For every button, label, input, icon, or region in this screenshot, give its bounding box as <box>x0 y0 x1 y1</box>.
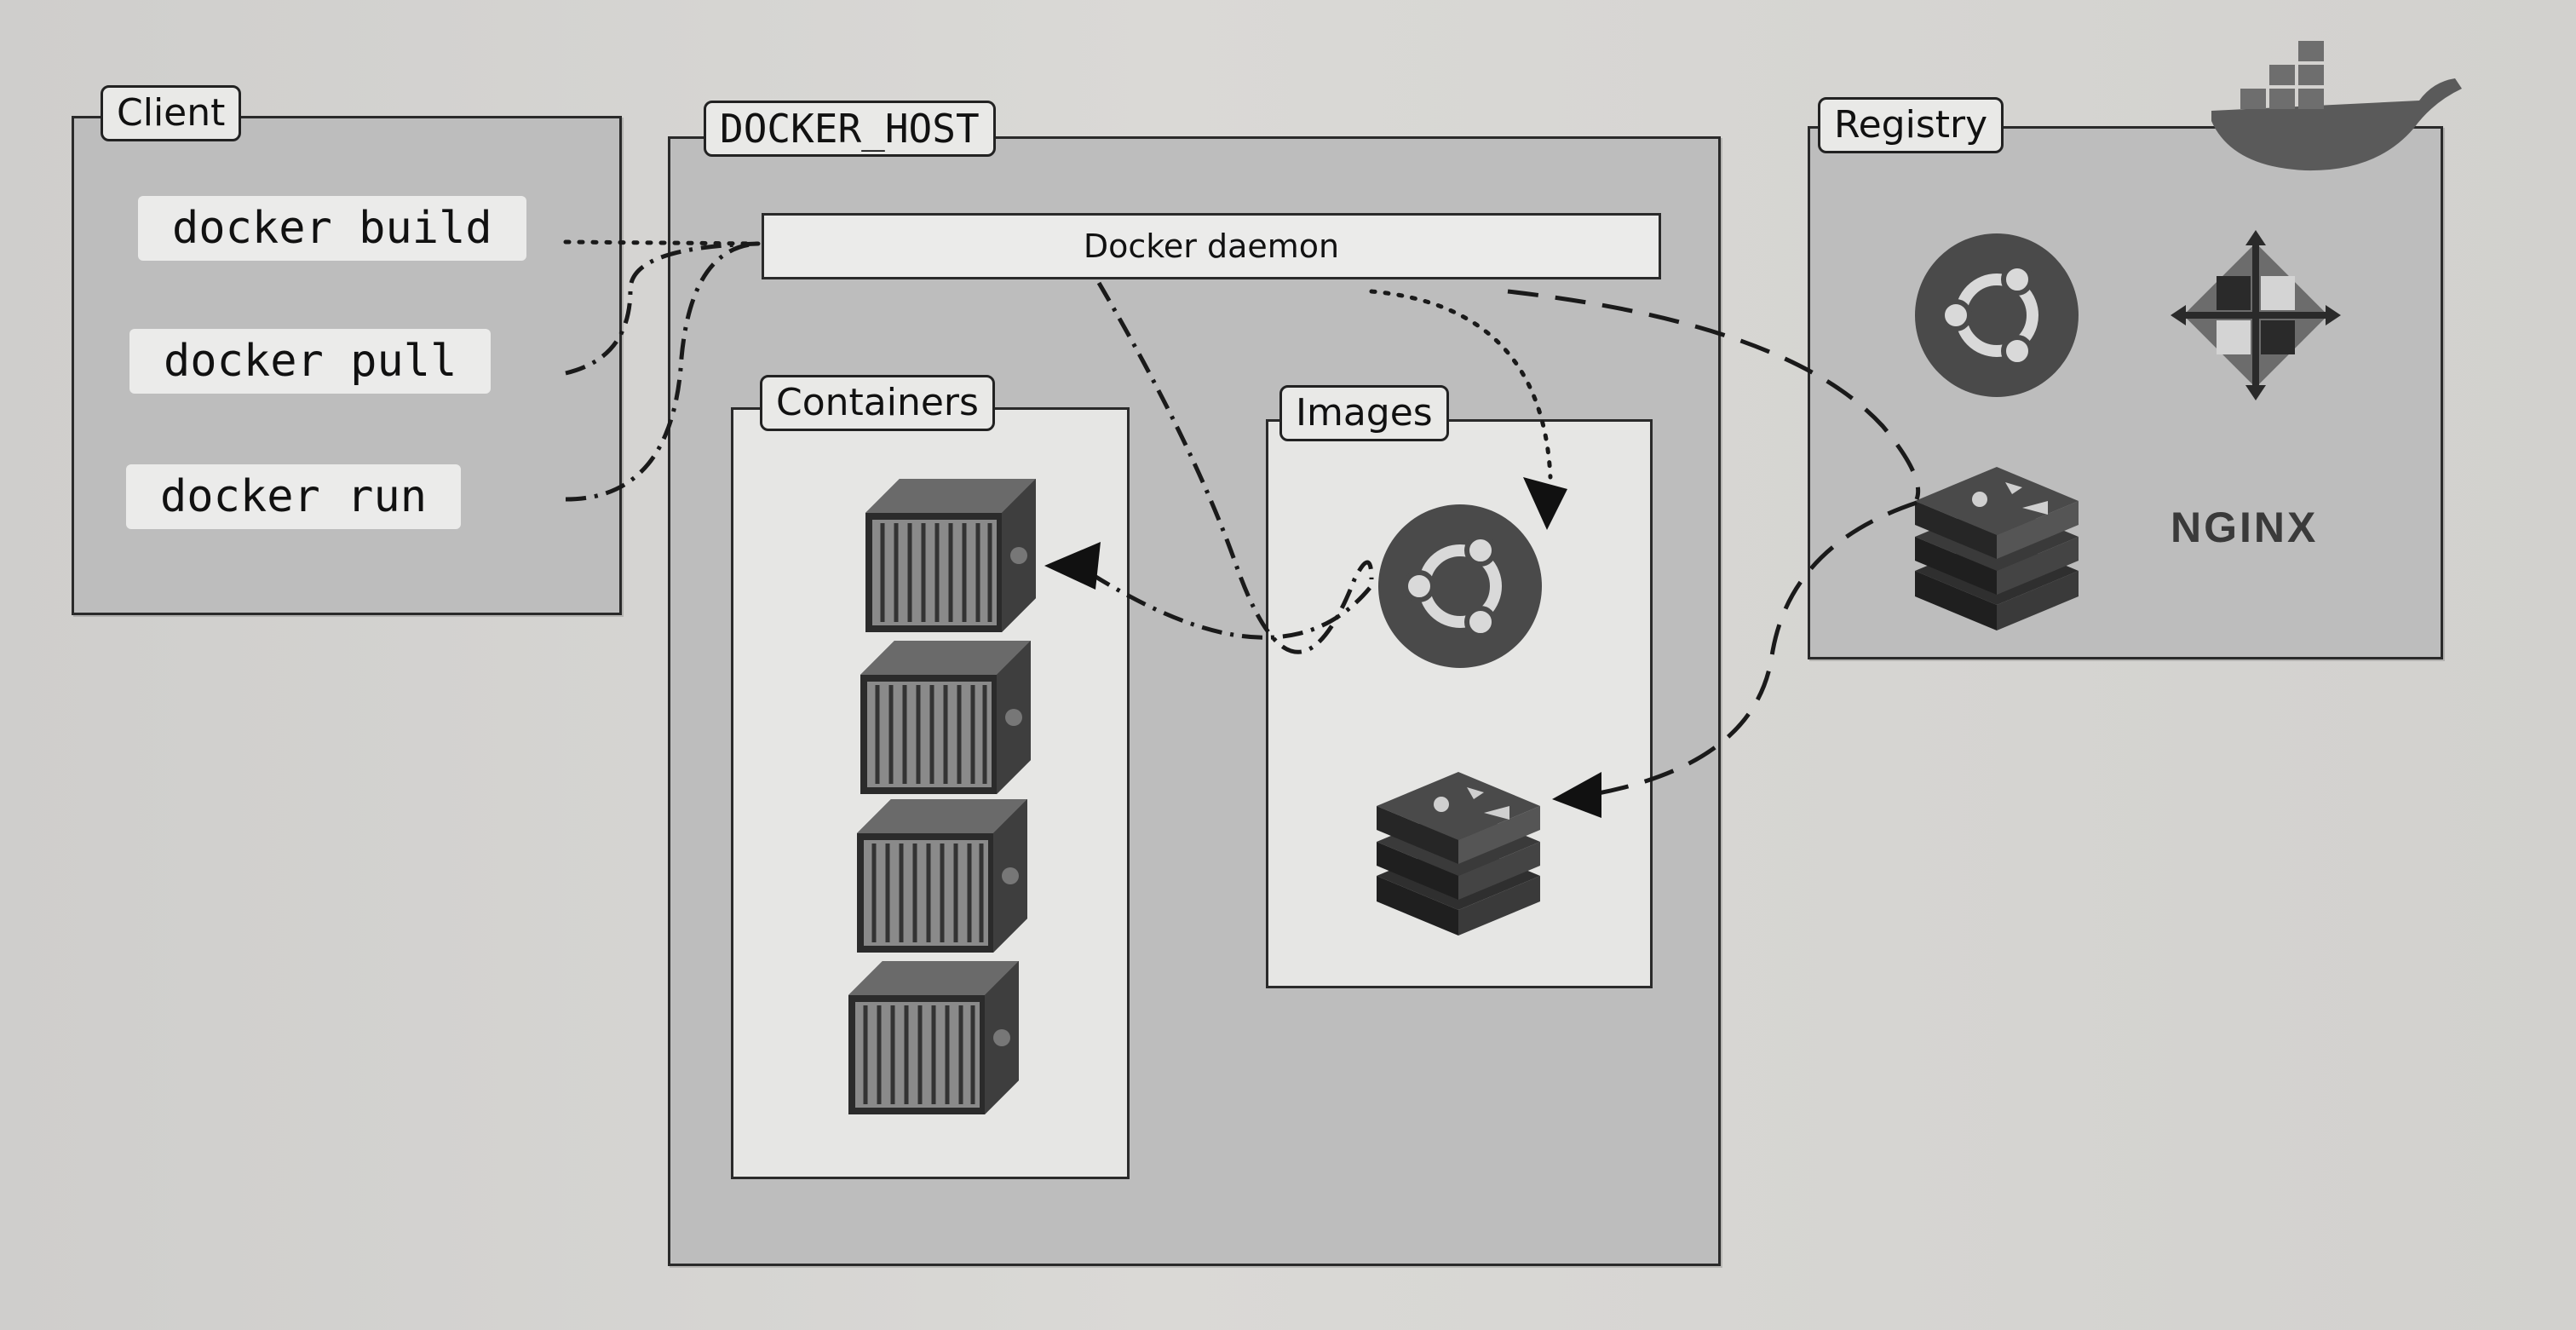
container-icon <box>857 799 1027 953</box>
ubuntu-image-icon <box>1378 504 1542 668</box>
container-icon <box>865 479 1036 632</box>
nginx-logo-text: NGINX <box>2171 504 2319 551</box>
arrow-to-redis-head <box>1552 772 1601 818</box>
docker-pull-command: docker pull <box>129 329 492 394</box>
redis-image-icon <box>1377 772 1540 936</box>
client-title: Client <box>101 85 242 141</box>
container-icon <box>848 961 1019 1114</box>
centos-logo-icon <box>2171 230 2341 400</box>
ubuntu-registry-icon <box>1915 233 2079 397</box>
docker-build-command: docker build <box>138 196 526 261</box>
flow-arrows <box>563 239 1921 798</box>
container-icon <box>860 641 1031 794</box>
docker-whale-icon <box>2211 41 2462 171</box>
docker-daemon-bar: Docker daemon <box>762 213 1661 279</box>
registry-box <box>1808 126 2443 659</box>
containers-title: Containers <box>760 375 995 431</box>
images-title: Images <box>1279 385 1449 441</box>
arrow-to-ubuntu-head <box>1523 477 1567 530</box>
redis-registry-icon <box>1915 467 2079 630</box>
docker-run-command: docker run <box>126 464 462 529</box>
registry-title: Registry <box>1818 97 2004 153</box>
arrow-to-container-head <box>1044 542 1101 590</box>
docker-host-title: DOCKER_HOST <box>704 101 996 157</box>
